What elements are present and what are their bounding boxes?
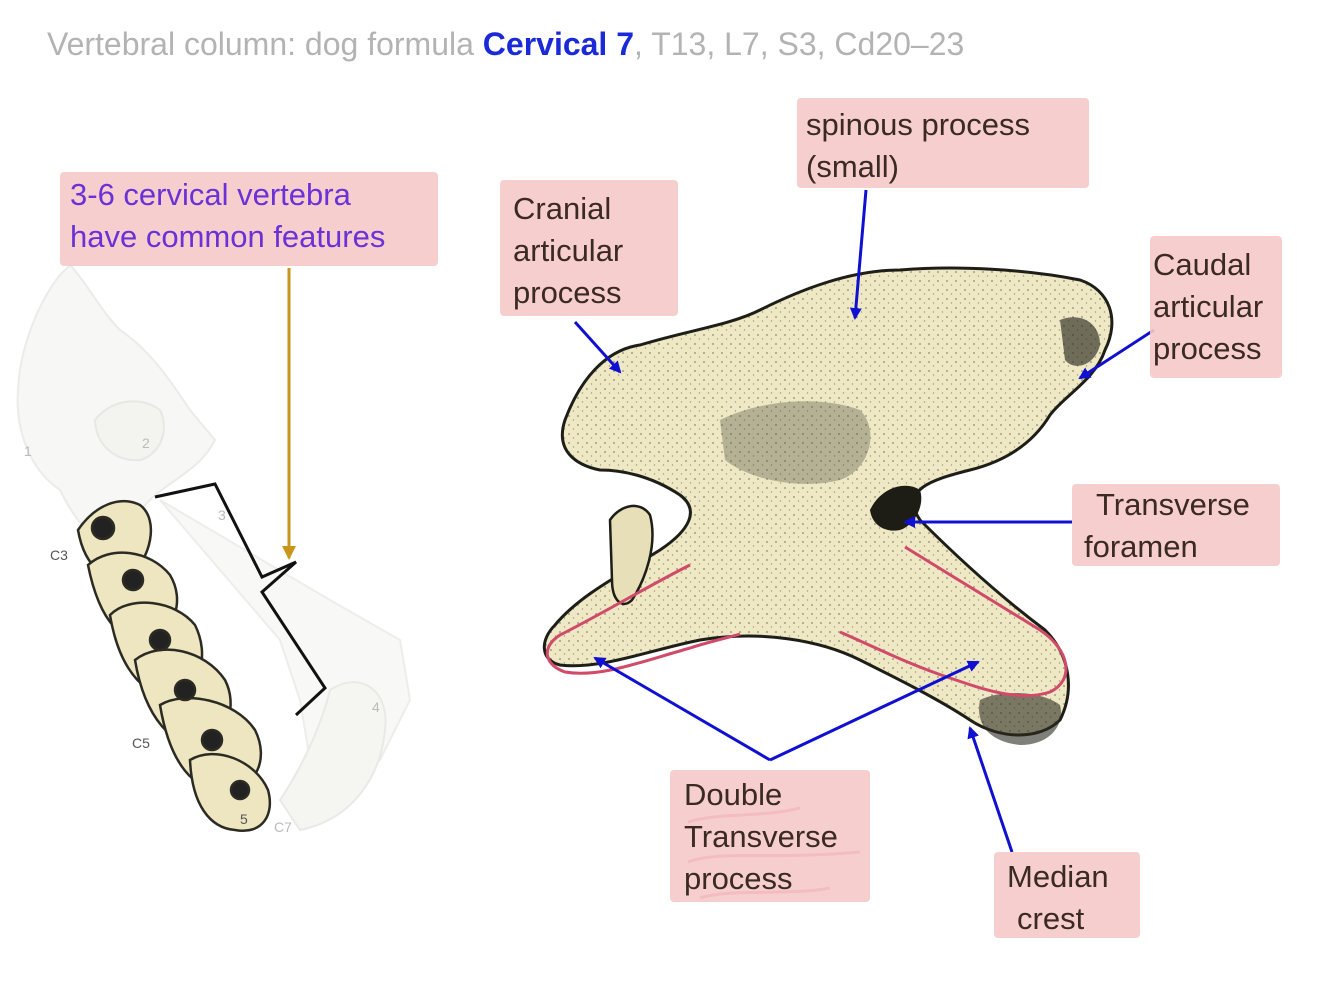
arrow-cranial xyxy=(573,320,622,374)
foramen-line2: foramen xyxy=(1084,529,1198,564)
bg-double-transverse xyxy=(670,770,870,902)
num-1: 1 xyxy=(24,443,32,459)
num-3: 3 xyxy=(218,507,226,523)
page-title: Vertebral column: dog formula Cervical 7… xyxy=(47,26,964,63)
foramen-line1: Transverse xyxy=(1096,487,1250,522)
num-c3: C3 xyxy=(50,547,68,563)
label-transverse-foramen: Transverse foramen xyxy=(1084,484,1250,568)
arrow-caudal xyxy=(1078,328,1155,380)
median-line2: crest xyxy=(1017,901,1085,936)
large-vertebra xyxy=(542,266,1114,745)
arrow-transverse-left xyxy=(593,656,771,762)
num-c5: C5 xyxy=(132,735,150,751)
double-line2: Transverse xyxy=(684,819,838,854)
common-features-line2: have common features xyxy=(70,219,386,254)
double-line3: process xyxy=(684,861,793,896)
cervical-vertebrae-stack xyxy=(76,499,272,833)
num-2: 2 xyxy=(142,435,150,451)
caudal-line1: Caudal xyxy=(1153,247,1252,282)
num-c7: C7 xyxy=(274,819,292,835)
bg-common-features xyxy=(60,172,438,266)
title-highlight: Cervical 7 xyxy=(482,26,634,62)
median-line1: Median xyxy=(1007,859,1109,894)
double-line1: Double xyxy=(684,777,783,812)
bg-median-crest xyxy=(994,852,1140,938)
faded-skeleton xyxy=(16,263,412,832)
common-features-line1: 3-6 cervical vertebra xyxy=(70,177,351,212)
cranial-line2: articular xyxy=(513,233,624,268)
caudal-line2: articular xyxy=(1153,289,1264,324)
title-suffix: , T13, L7, S3, Cd20–23 xyxy=(634,26,965,62)
label-median-crest: Median crest xyxy=(1007,856,1109,940)
cranial-line1: Cranial xyxy=(513,191,612,226)
spinous-line1: spinous process xyxy=(806,107,1031,142)
bg-spinous xyxy=(797,98,1089,188)
label-common-features: 3-6 cervical vertebra have common featur… xyxy=(70,174,385,258)
arrow-median-crest xyxy=(967,726,1014,853)
num-4: 4 xyxy=(372,699,380,715)
label-double-transverse: Double Transverse process xyxy=(684,774,838,900)
label-caudal-articular: Caudal articular process xyxy=(1153,244,1263,370)
bg-cranial xyxy=(500,180,678,316)
transverse-outline xyxy=(546,563,741,675)
bg-caudal xyxy=(1150,236,1282,378)
label-cranial-articular: Cranial articular process xyxy=(513,188,623,314)
title-prefix: Vertebral column: dog formula xyxy=(47,26,483,62)
bg-transverse-foramen xyxy=(1072,484,1280,566)
arrow-transverse-right xyxy=(769,660,980,762)
num-5: 5 xyxy=(240,811,248,827)
bracket xyxy=(154,482,327,717)
transverse-outline-2 xyxy=(839,545,1068,698)
label-spinous-process: spinous process (small) xyxy=(806,104,1030,188)
arrow-spinous xyxy=(849,189,868,320)
caudal-line3: process xyxy=(1153,331,1262,366)
spinous-line2: (small) xyxy=(806,149,899,184)
cranial-line3: process xyxy=(513,275,622,310)
